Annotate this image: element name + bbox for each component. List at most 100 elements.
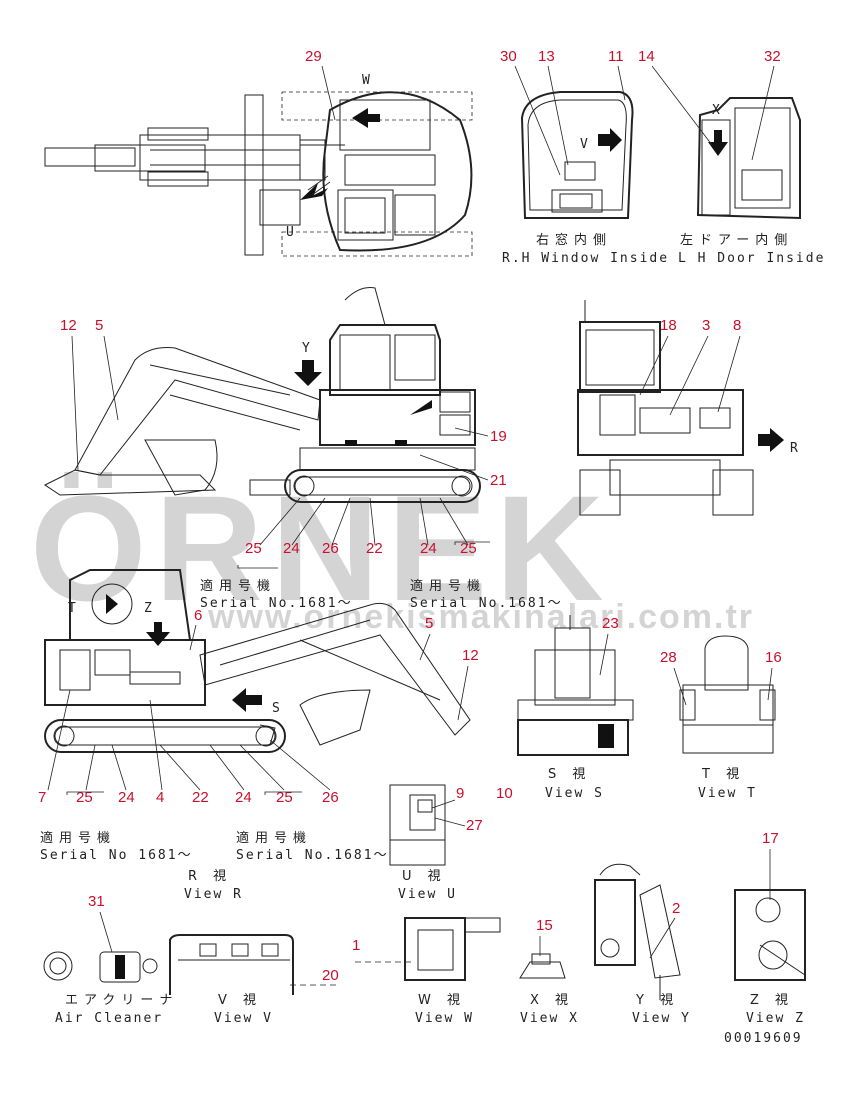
callout-9: 9 [456, 785, 464, 802]
view-y-en: View Y [632, 1011, 691, 1026]
view-r-jp: R 視 [188, 869, 232, 884]
view-y-drawing [594, 863, 681, 1000]
view-u-en: View U [398, 887, 457, 902]
callout-25-bottom-b: 25 [276, 789, 293, 806]
view-v-jp: V 視 [218, 993, 262, 1008]
callout-14: 14 [638, 48, 655, 65]
view-v-en: View V [214, 1011, 273, 1026]
view-w-jp: W 視 [418, 993, 466, 1008]
air-cleaner-en: Air Cleaner [55, 1011, 163, 1026]
view-letter-x: X [712, 103, 722, 118]
watermark-url: www.ornekismakinalari.com.tr [207, 598, 754, 636]
view-x-jp: X 視 [530, 993, 574, 1008]
serial-jp-d: 適用号機 [236, 830, 312, 846]
callout-11: 11 [608, 48, 624, 65]
right-side-view-drawing [44, 287, 481, 503]
callout-5-bottom: 5 [425, 615, 433, 632]
callout-8: 8 [733, 317, 741, 334]
view-letter-u: U [286, 225, 296, 240]
callout-12-bottom: 12 [462, 647, 479, 664]
rh-window-drawing [520, 91, 634, 219]
view-u-jp: U 視 [402, 869, 447, 884]
callout-23: 23 [602, 615, 619, 632]
view-letter-w: W [362, 73, 372, 88]
view-r-en: View R [184, 887, 243, 902]
serial-jp-a: 適用号機 [200, 578, 276, 594]
callout-20: 1 [352, 937, 360, 954]
view-z-en: View Z [746, 1011, 805, 1026]
view-x-en: View X [520, 1011, 579, 1026]
view-letter-r: R [790, 441, 800, 456]
serial-jp-b: 適用号機 [410, 578, 486, 594]
callout-26-bottom: 26 [322, 789, 339, 806]
callout-24-top-b: 24 [420, 540, 437, 557]
callout-6: 6 [194, 607, 202, 624]
callout-5-top: 5 [95, 317, 103, 334]
view-x-drawing [519, 953, 566, 979]
callout-27: 27 [466, 817, 483, 834]
view-letter-t: T [68, 601, 78, 616]
top-view-drawing [44, 91, 473, 257]
callout-10: 10 [496, 785, 513, 802]
callout-26-top: 26 [322, 540, 339, 557]
watermark: ÖRNEK www.ornekismakinalari.com.tr [30, 464, 754, 636]
callout-31: 20 [322, 967, 339, 984]
view-s-jp: S 視 [548, 767, 591, 782]
callout-25-top-left: 25 [245, 540, 262, 557]
view-w-en: View W [415, 1011, 474, 1026]
callout-22-bottom: 22 [192, 789, 209, 806]
lh-door-drawing [696, 97, 801, 220]
callout-28: 28 [660, 649, 677, 666]
view-letter-s: S [272, 701, 282, 716]
view-w-drawing [404, 917, 501, 981]
callout-17: 17 [762, 830, 779, 847]
lh-door-en: L H Door Inside [678, 251, 825, 266]
view-v-drawing [169, 934, 294, 995]
rear-view-drawing [577, 300, 784, 516]
callout-29: 29 [305, 48, 322, 65]
serial-a: Serial No.1681～ [200, 596, 353, 611]
callout-25-bottom-a: 25 [76, 789, 93, 806]
air-cleaner-drawing [43, 951, 158, 983]
view-y-jp: Y 視 [635, 993, 679, 1008]
serial-jp-c: 適用号機 [40, 830, 116, 846]
serial-c: Serial No 1681～ [40, 848, 193, 863]
view-t-drawing [679, 635, 776, 754]
callout-15: 31 [88, 893, 105, 910]
view-letter-y: Y [302, 341, 312, 356]
callout-24-top-a: 24 [283, 540, 300, 557]
lh-door-jp: 左ドアー内側 [680, 232, 793, 248]
callout-32: 32 [764, 48, 781, 65]
callout-30: 30 [500, 48, 517, 65]
callout-21: 21 [490, 472, 507, 489]
callout-2: 15 [536, 917, 553, 934]
callout-16: 16 [765, 649, 782, 666]
view-z-drawing [734, 889, 806, 981]
view-letter-z: Z [144, 601, 154, 616]
drawing-number: 00019609 [724, 1031, 803, 1046]
callout-24-bottom-a: 24 [118, 789, 135, 806]
callout-7: 7 [38, 789, 46, 806]
view-t-en: View T [698, 786, 757, 801]
air-cleaner-jp: エアクリーナ [65, 993, 178, 1008]
left-side-view-drawing [44, 569, 471, 753]
rh-window-en: R.H Window Inside [502, 251, 669, 266]
view-t-jp: T 視 [701, 767, 745, 782]
callout-3: 3 [702, 317, 710, 334]
serial-d: Serial No.1681～ [236, 848, 389, 863]
serial-b: Serial No.1681～ [410, 596, 563, 611]
callout-1: 2 [672, 900, 680, 917]
view-letter-v: V [580, 137, 590, 152]
view-s-en: View S [545, 786, 604, 801]
callout-25-top-right: 25 [460, 540, 477, 557]
callout-4: 4 [156, 789, 164, 806]
rh-window-jp: 右窓内側 [536, 232, 612, 248]
callout-19: 19 [490, 428, 507, 445]
view-s-drawing [517, 615, 634, 756]
callout-24-bottom-b: 24 [235, 789, 252, 806]
callout-18: 18 [660, 317, 677, 334]
watermark-main: ÖRNEK [30, 464, 612, 632]
callout-13: 13 [538, 48, 555, 65]
view-z-jp: Z 視 [750, 993, 794, 1008]
